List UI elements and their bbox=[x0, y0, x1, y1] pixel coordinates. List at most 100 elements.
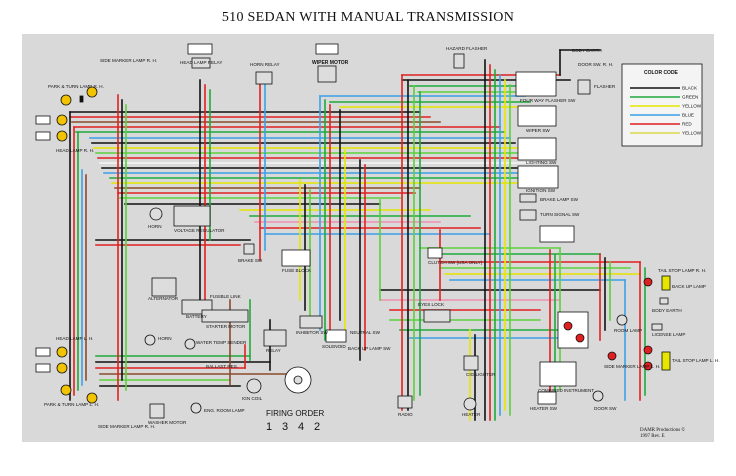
flasher-icon bbox=[577, 79, 591, 95]
label-inhibitor-sw: INHIBITOR SW bbox=[296, 330, 328, 335]
side-marker-rear-icon bbox=[607, 351, 617, 361]
label-back-up-lamp-sw: BACK UP LAMP SW bbox=[348, 346, 391, 351]
label-fusible-link: FUSIBLE LINK bbox=[210, 294, 242, 299]
label-head-lamp-rh: HEAD LAMP R. H. bbox=[56, 148, 94, 153]
side-marker-rh-icon bbox=[79, 86, 98, 103]
label-brake-lamp-sw: BRAKE LAMP SW bbox=[540, 197, 579, 202]
door-sw-lh-icon bbox=[592, 390, 604, 402]
heater-sw-icon bbox=[537, 391, 557, 405]
legend-label-4: RED bbox=[682, 122, 692, 127]
voltage-regulator-icon bbox=[173, 205, 211, 227]
eng-room-lamp-icon bbox=[190, 402, 202, 414]
label-eng-room-lamp: ENG. ROOM LAMP bbox=[204, 408, 245, 413]
label-fuse-block: FUSE BLOCK bbox=[282, 268, 312, 273]
cig-lighter-icon bbox=[463, 355, 479, 371]
label-horn-relay: HORN RELAY bbox=[250, 62, 280, 67]
label-wiper-motor: WIPER MOTOR bbox=[312, 60, 349, 66]
label-park-turn-lh: PARK & TURN LAMP L. H. bbox=[44, 402, 99, 407]
label-park-turn-rh: PARK & TURN LAMP R. H. bbox=[48, 84, 104, 89]
combined-instrument-icon bbox=[539, 361, 577, 387]
room-lamp-icon bbox=[616, 314, 628, 326]
wire-harness bbox=[69, 49, 646, 421]
label-back-up-lamp: BACK UP LAMP bbox=[672, 284, 706, 289]
label-heater-sw: HEATER SW bbox=[530, 406, 558, 411]
hazard-flasher-icon bbox=[453, 53, 465, 69]
side-marker-lh-icon bbox=[86, 392, 98, 404]
horn-lower-icon bbox=[144, 334, 156, 346]
head-lamp-relay-icon bbox=[187, 43, 213, 69]
label-brake-sw: BRAKE SW bbox=[238, 258, 263, 263]
label-room-lamp: ROOM LAMP bbox=[614, 328, 642, 333]
label-side-marker-lh: SIDE MARKER LAMP R. H. bbox=[98, 424, 155, 429]
firing-order-1: 1 bbox=[266, 421, 272, 433]
solenoid-icon bbox=[325, 329, 347, 343]
clutch-sw-icon bbox=[427, 247, 443, 259]
legend-title: COLOR CODE bbox=[644, 70, 679, 76]
label-four-way-flasher: FOUR WAY FLASHER SW bbox=[520, 98, 576, 103]
label-lighting-sw: LIGHTING SW bbox=[526, 160, 557, 165]
label-water-temp-sender: WATER TEMP SENDER bbox=[196, 340, 247, 345]
label-turn-signal-sw: TURN SIGNAL SW bbox=[540, 212, 580, 217]
label-body-earth: BODY EARTH bbox=[572, 48, 602, 53]
starter-motor-icon bbox=[201, 309, 249, 323]
label-head-lamp-lh: HEAD LAMP L. H. bbox=[56, 336, 93, 341]
eyes-lock-icon bbox=[423, 309, 451, 323]
legend-label-0: BLACK bbox=[682, 86, 698, 91]
tail-stop-lh-icon bbox=[643, 345, 671, 371]
washer-motor-icon bbox=[149, 403, 165, 419]
label-ballast-res: BALLAST RES. bbox=[206, 364, 238, 369]
label-door-sw-lh: DOOR SW bbox=[594, 406, 617, 411]
lighting-sw-icon bbox=[517, 137, 557, 161]
label-side-marker-rear-lh: SIDE MARKER LAMP L. H. bbox=[604, 364, 660, 369]
label-tail-stop-lh: TAIL STOP LAMP L. H. bbox=[672, 358, 720, 363]
label-starter-motor: STARTER MOTOR bbox=[206, 324, 246, 329]
fuse-block-icon bbox=[281, 249, 311, 267]
water-temp-sender-icon bbox=[184, 338, 196, 350]
label-washer-motor: WASHER MOTOR bbox=[148, 420, 187, 425]
inhibitor-sw-icon bbox=[299, 315, 323, 329]
label-hazard-flasher: HAZARD FLASHER bbox=[446, 46, 488, 51]
alternator-icon bbox=[151, 277, 177, 297]
park-turn-lh-icon bbox=[60, 384, 72, 396]
label-horn: HORN bbox=[148, 224, 162, 229]
label-combined-instrument: COMBINED INSTRUMENT bbox=[538, 388, 594, 393]
heater-icon bbox=[463, 397, 477, 411]
horn-icon bbox=[149, 207, 163, 221]
label-stop-tail-rh: TAIL STOP LAMP R. H. bbox=[658, 268, 706, 273]
label-alternator: ALTERNATOR bbox=[148, 296, 179, 301]
back-up-lamp-icon bbox=[643, 275, 671, 291]
wiper-sw-icon bbox=[517, 105, 557, 127]
turn-signal-sw-icon bbox=[519, 209, 575, 243]
firing-order-label: FIRING ORDER bbox=[266, 409, 324, 418]
firing-order-4: 2 bbox=[314, 421, 320, 433]
label-solenoid: SOLENOID bbox=[322, 344, 346, 349]
label-ignition-sw: IGNITION SW bbox=[526, 188, 556, 193]
relay-lower-icon bbox=[263, 329, 287, 347]
label-cig-lighter: CIG LIGHTER bbox=[466, 372, 496, 377]
firing-order-2: 3 bbox=[282, 421, 288, 433]
horn-relay-icon bbox=[255, 71, 273, 85]
ignition-sw-icon bbox=[517, 165, 559, 189]
label-voltage-regulator: VOLTAGE REGULATOR bbox=[174, 228, 225, 233]
label-door-sw-rh: DOOR SW. R. H. bbox=[578, 62, 613, 67]
label-relay: RELAY bbox=[266, 348, 281, 353]
four-way-flasher-sw-icon bbox=[515, 71, 557, 97]
body-earth-icon bbox=[659, 297, 669, 305]
credit-line-1: DAMR Productions © bbox=[640, 428, 686, 433]
label-head-lamp-relay: HEAD LAMP RELAY bbox=[180, 60, 222, 65]
label-eyes-lock: EYES LOCK bbox=[418, 302, 445, 307]
radio-icon bbox=[397, 395, 413, 409]
head-lamp-rh-icon bbox=[35, 114, 68, 142]
brake-lamp-sw-icon bbox=[519, 193, 537, 203]
label-heater: HEATER bbox=[462, 412, 481, 417]
legend-label-3: BLUE bbox=[682, 113, 694, 118]
ign-coil-icon bbox=[246, 378, 262, 394]
label-horn-lower: HORN bbox=[158, 336, 172, 341]
brake-sw-icon bbox=[243, 243, 255, 255]
label-flasher: FLASHER bbox=[594, 84, 616, 89]
wiper-motor-icon bbox=[315, 43, 339, 83]
legend-label-1: GREEN bbox=[682, 95, 698, 100]
label-wiper-sw: WIPER SW bbox=[526, 128, 550, 133]
